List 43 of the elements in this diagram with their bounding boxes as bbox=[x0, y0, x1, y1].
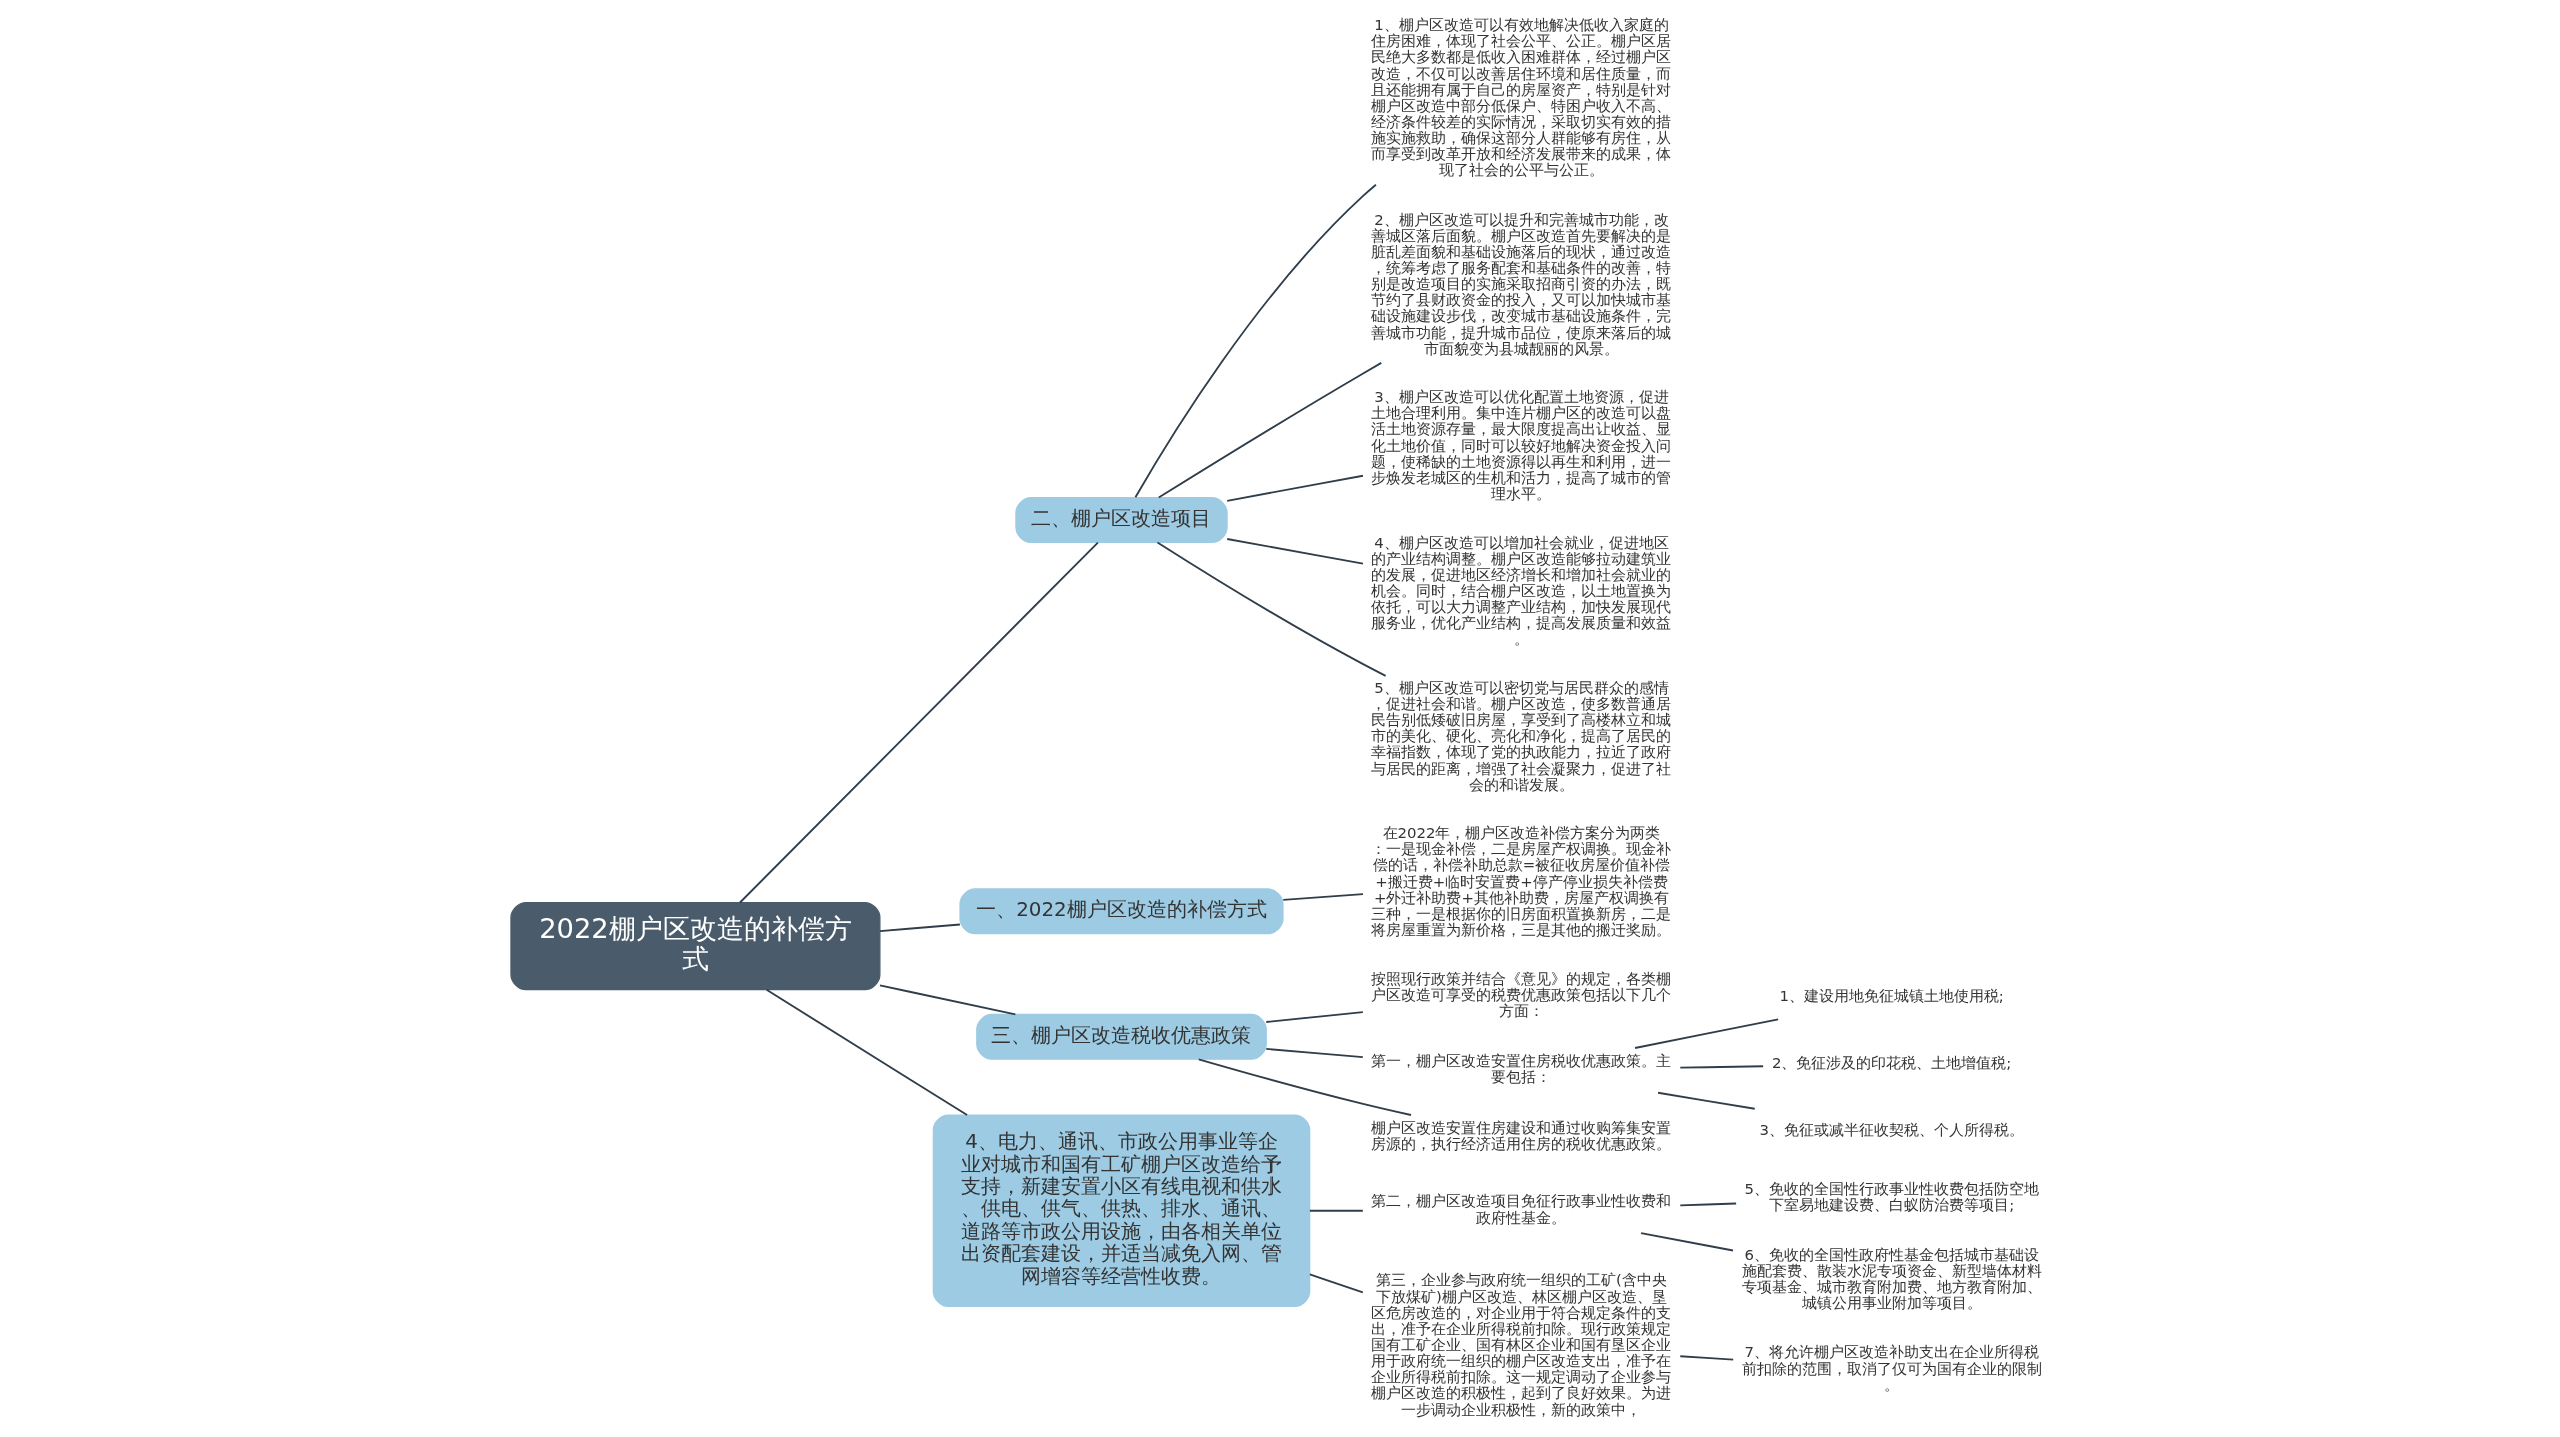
node-text: 在2022年，棚户区改造补偿方案分为两类：一是现金补偿，二是房屋产权调换。现金补偿的话，补偿补助总款=被征收房屋价值补偿+搬迁费+临时安置费+停产停业损失补偿费+外迁补助费+其他补助费，房屋产权调换有三种，一是根据你的旧房面积置换新房，二是将房屋重置为新价格，三是其他的搬迁奖励。 bbox=[1370, 824, 1671, 940]
connector bbox=[738, 541, 1099, 904]
node-text: 5、棚户区改造可以密切党与居民群众的感情，促进社会和谐。棚户区改造，使多数普通居民告别低矮破旧房屋，享受到了高楼林立和城市的美化、硬化、亮化和净化，提高了居民的幸福指数，体现了党的执政能力，拉近了政府与居民的距离，增强了社会凝聚力，促进了社会的和谐发展。 bbox=[1370, 678, 1671, 794]
connector bbox=[1678, 1355, 1734, 1361]
node-text: 3、免征或减半征收契税、个人所得税。 bbox=[1758, 1121, 2024, 1140]
connector bbox=[1656, 1091, 1756, 1110]
connector bbox=[1134, 183, 1377, 499]
connector bbox=[878, 984, 1016, 1016]
node-text: 7、将允许棚户区改造补助支出在企业所得税前扣除的范围，取消了仅可为国有企业的限制。 bbox=[1741, 1343, 2042, 1394]
connector bbox=[1157, 362, 1382, 499]
connector bbox=[1225, 474, 1364, 502]
node-text: 3、棚户区改造可以优化配置土地资源，促进土地合理利用。集中连片棚户区的改造可以盘活土地资源存量，最大限度提高出让收益、显化土地价值，同时可以较好地解决资金投入问题，使稀缺的土地资源得以再生和利用，进一步焕发老城区的生机和活力，提高了城市的管理水平。 bbox=[1370, 388, 1671, 504]
node-text: 1、建设用地免征城镇土地使用税; bbox=[1778, 986, 2004, 1005]
connector bbox=[1308, 1273, 1364, 1294]
connector bbox=[1281, 893, 1364, 901]
node-text: 2、免征涉及的印花税、土地增值税; bbox=[1771, 1053, 2011, 1072]
node-box: 三、棚户区改造税收优惠政策 bbox=[975, 1013, 1267, 1060]
connector bbox=[1197, 1058, 1412, 1116]
connector bbox=[1264, 1011, 1364, 1023]
connector bbox=[1308, 1209, 1364, 1212]
connector bbox=[1156, 541, 1387, 677]
connector bbox=[1678, 1202, 1737, 1207]
node-box: 2022棚户区改造的补偿方式 bbox=[509, 902, 880, 991]
node-text: 第三，企业参与政府统一组织的工矿(含中央下放煤矿)棚户区改造、林区棚户区改造、垦区危房改造的，对企业用于符合规定条件的支出，准予在企业所得税前扣除。现行政策规定国有工矿企业、国有林区企业和国有垦区企业用于政府统一组织的棚户区改造支出，准予在企业所得税前扣除。这一规定调动了企业参与棚户区改造的积极性，起到了良好效果。为进一步调动企业积极性，新的政策中， bbox=[1370, 1271, 1671, 1419]
node-text: 第一，棚户区改造安置住房税收优惠政策。主要包括： bbox=[1370, 1052, 1671, 1087]
connector bbox=[1225, 538, 1364, 565]
node-text: 5、免收的全国性行政事业性收费包括防空地下室易地建设费、白蚁防治费等项目; bbox=[1743, 1180, 2039, 1215]
connector bbox=[1678, 1065, 1764, 1069]
connector bbox=[1633, 1018, 1779, 1049]
node-text: 第二，棚户区改造项目免征行政事业性收费和政府性基金。 bbox=[1370, 1192, 1671, 1227]
node-box: 二、棚户区改造项目 bbox=[1014, 497, 1228, 544]
node-text: 2、棚户区改造可以提升和完善城市功能，改善城区落后面貌。棚户区改造首先要解决的是脏乱差面貌和基础设施落后的现状，通过改造，统筹考虑了服务配套和基础条件的改善，特别是改造项目的实施采取招商引资的办法，既节约了县财政资金的投入，又可以加快城市基础设施建设步伐，改变城市基础设施条件，完善城市功能，提升城市品位，使原来落后的城市面貌变为县城靓丽的风景。 bbox=[1370, 210, 1671, 358]
node-text: 1、棚户区改造可以有效地解决低收入家庭的住房困难，体现了社会公平、公正。棚户区居民绝大多数都是低收入困难群体，经过棚户区改造，不仅可以改善居住环境和居住质量，而且还能拥有属于自己的房屋资产，特别是针对棚户区改造中部分低保户、特困户收入不高、经济条件较差的实际情况，采取切实有效的措施实施救助，确保这部分人群能够有房住，从而享受到改革开放和经济发展带来的成果，体现了社会的公平与公正。 bbox=[1370, 16, 1671, 180]
node-text: 6、免收的全国性政府性基金包括城市基础设施配套费、散装水泥专项资金、新型墙体材料专项基金、城市教育附加费、地方教育附加、城镇公用事业附加等项目。 bbox=[1741, 1245, 2042, 1313]
connector bbox=[878, 923, 961, 932]
node-box: 4、电力、通讯、市政公用事业等企业对城市和国有工矿棚户区改造给予支持，新建安置小区有线电视和供水、供电、供气、供热、排水、通讯、道路等市政公用设施，由各相关单位出资配套建设，并适当减免入网、管网增容等经营性收费。 bbox=[932, 1114, 1310, 1307]
connector bbox=[765, 988, 968, 1116]
node-box: 一、2022棚户区改造的补偿方式 bbox=[958, 888, 1284, 935]
node-text: 棚户区改造安置住房建设和通过收购筹集安置房源的，执行经济适用住房的税收优惠政策。 bbox=[1370, 1119, 1671, 1154]
node-text: 4、棚户区改造可以增加社会就业，促进地区的产业结构调整。棚户区改造能够拉动建筑业的发展，促进地区经济增长和增加社会就业的机会。同时，结合棚户区改造，以土地置换为依托，可以大力调整产业结构，加快发展现代服务业，优化产业结构，提高发展质量和效益。 bbox=[1370, 533, 1671, 649]
connector bbox=[1639, 1232, 1734, 1252]
node-text: 按照现行政策并结合《意见》的规定，各类棚户区改造可享受的税费优惠政策包括以下几个方面： bbox=[1370, 969, 1671, 1020]
connector bbox=[1264, 1048, 1364, 1058]
